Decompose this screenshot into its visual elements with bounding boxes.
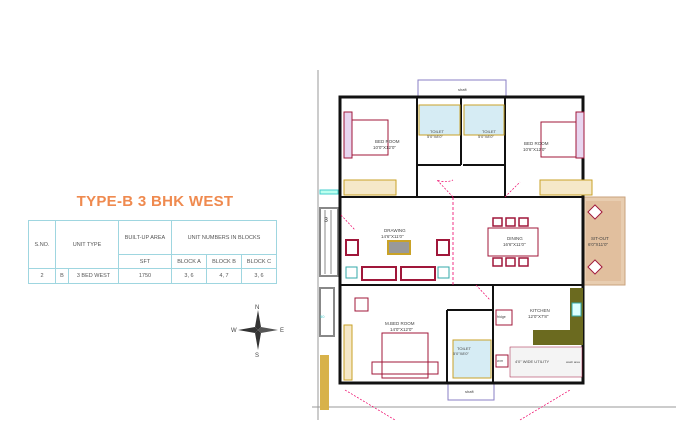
unit-title: TYPE-B 3 BHK WEST xyxy=(76,193,234,210)
sitout-size: 6'0"X11'0" xyxy=(588,242,608,247)
shaft-top-label: shaft xyxy=(458,87,468,92)
kitchen-size: 12'0"X7'8" xyxy=(528,314,549,319)
toilet2-size: 5'0"X8'0" xyxy=(478,134,495,139)
unit-table: S.NO. UNIT TYPE BUILT-UP AREA UNIT NUMBE… xyxy=(28,220,277,284)
dining-size: 16'6"X11'0" xyxy=(503,242,526,247)
toilet3-size: 5'0"X8'0" xyxy=(453,351,470,356)
master-bed xyxy=(381,332,429,379)
compass-w: W xyxy=(231,328,237,334)
stair-number: 3 xyxy=(324,217,328,224)
fridge xyxy=(495,309,513,326)
floor-plan: shaft shaft SIT-OUT 6'0"X11'0" 3 50 TOIL… xyxy=(312,70,676,421)
cell-desc: 3 BED WEST xyxy=(68,268,119,284)
mbed-name: M.BED ROOM xyxy=(385,321,415,326)
header-unit-numbers: UNIT NUMBERS IN BLOCKS xyxy=(171,220,277,255)
kitchen-name: KITCHEN xyxy=(530,308,550,313)
cell-block-c: 3, 6 xyxy=(241,268,277,284)
header-built-up: BUILT-UP AREA xyxy=(118,220,172,255)
mbed-size: 14'0"X12'0" xyxy=(390,327,413,332)
header-block-b: BLOCK B xyxy=(206,254,242,269)
wm-label: w.m xyxy=(497,359,503,363)
bed1-size: 10'0"X12'0" xyxy=(373,145,396,150)
header-sft: SFT xyxy=(118,254,172,269)
toilet2-name: TOILET xyxy=(482,129,496,134)
header-block-c: BLOCK C xyxy=(241,254,277,269)
wash-label: wash area xyxy=(566,360,580,364)
sitout-name: SIT-OUT xyxy=(591,236,609,241)
utility xyxy=(509,346,583,378)
header-block-a: BLOCK A xyxy=(171,254,207,269)
compass-s: S xyxy=(255,353,259,358)
compass-n: N xyxy=(255,305,259,311)
drawing-size: 14'6"X11'0" xyxy=(381,234,404,239)
shaft-bottom-label: shaft xyxy=(465,389,475,394)
fridge-label: fridge xyxy=(497,315,506,319)
utility-label: 4'0" WIDE UTILITY xyxy=(515,359,550,364)
toilet3-name: TOILET xyxy=(457,346,471,351)
toilet1-name: TOILET xyxy=(430,129,444,134)
toilet1-size: 5'0"X8'0" xyxy=(427,134,444,139)
kitchen-counter xyxy=(533,288,583,345)
cell-block-a: 3, 6 xyxy=(171,268,207,284)
compass-rose-icon: N S W E xyxy=(231,305,284,358)
dining-name: DINING xyxy=(507,236,523,241)
compass-e: E xyxy=(280,328,284,334)
cell-sno: 2 xyxy=(28,268,56,284)
bed2-size: 10'6"X12'0" xyxy=(523,147,546,152)
bed2-name: BED ROOM xyxy=(524,141,549,146)
header-unit-type: UNIT TYPE xyxy=(55,220,119,269)
cell-type: B xyxy=(55,268,69,284)
drawing-name: DRAWING xyxy=(384,228,406,233)
cell-area: 1750 xyxy=(118,268,172,284)
bed1-name: BED ROOM xyxy=(375,139,400,144)
lift-number: 50 xyxy=(320,314,325,319)
cell-block-b: 4, 7 xyxy=(206,268,242,284)
dining-table xyxy=(487,227,539,257)
header-sno: S.NO. xyxy=(28,220,56,269)
